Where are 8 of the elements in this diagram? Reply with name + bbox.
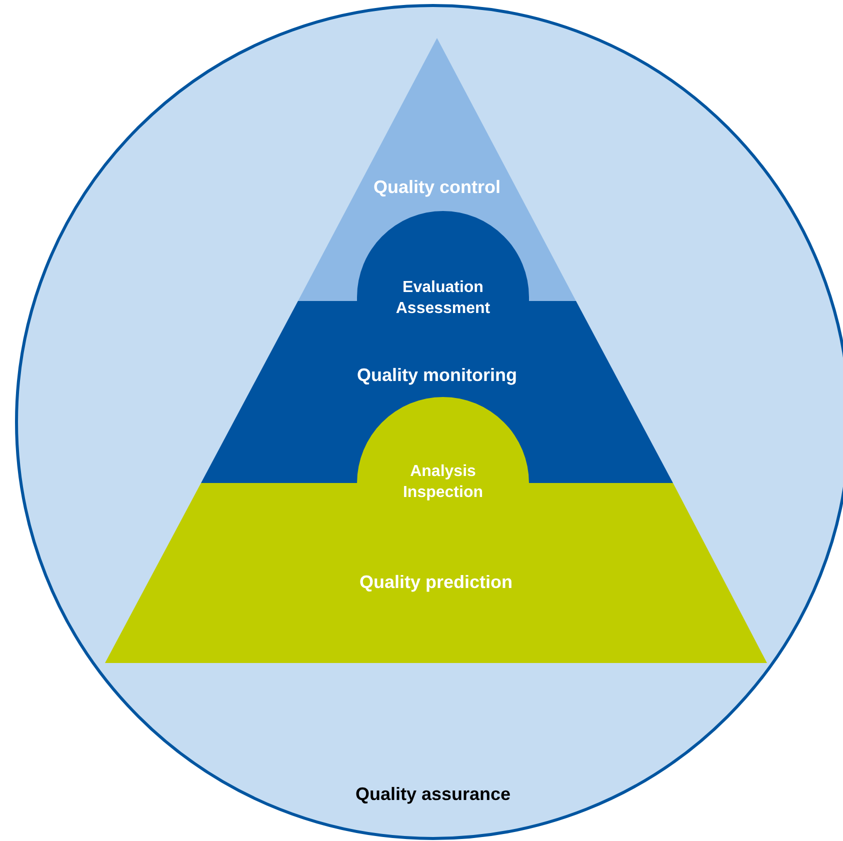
band-label: Quality prediction: [359, 571, 513, 594]
band-label: Quality monitoring: [357, 364, 517, 387]
band-label: Quality control: [373, 176, 500, 199]
dome-label: Analysis: [410, 462, 476, 482]
dome-label: Evaluation: [402, 278, 484, 298]
circle-label: Quality assurance: [355, 783, 511, 806]
dome-label: Assessment: [396, 299, 490, 319]
dome-label: Inspection: [402, 483, 483, 503]
